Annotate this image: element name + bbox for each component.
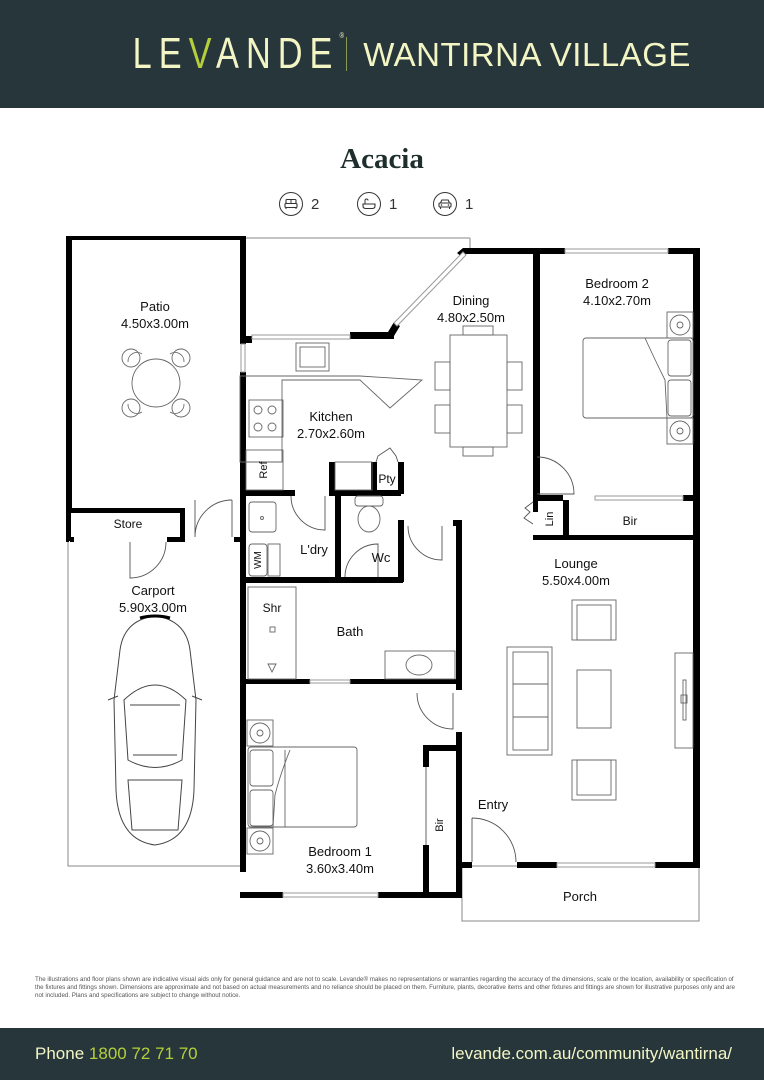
- doors: [129, 447, 575, 863]
- wm-label: WM: [253, 551, 264, 569]
- pantry-label: Pty: [378, 472, 395, 486]
- carspaces-stat: 1: [433, 192, 473, 216]
- bath-icon: [357, 192, 381, 216]
- patio-label: Patio: [140, 299, 170, 314]
- bedrooms-stat: 2: [279, 192, 319, 216]
- laundry-label: L'dry: [300, 542, 328, 557]
- patio-size: 4.50x3.00m: [121, 316, 189, 331]
- dining-size: 4.80x2.50m: [437, 310, 505, 325]
- bathrooms-count: 1: [389, 195, 398, 213]
- room-labels: Patio 4.50x3.00m Store Carport 5.90x3.00…: [114, 276, 651, 904]
- bedroom2-size: 4.10x2.70m: [583, 293, 651, 308]
- plan-stats: 2 1 1: [0, 192, 764, 218]
- bed-icon: [279, 192, 303, 216]
- bedroom1-label: Bedroom 1: [308, 844, 372, 859]
- carport-size: 5.90x3.00m: [119, 600, 187, 615]
- header-divider: [346, 37, 348, 71]
- car-drawing: [107, 614, 203, 846]
- lounge-size: 5.50x4.00m: [542, 573, 610, 588]
- plan-title: Acacia: [340, 143, 424, 175]
- disclaimer-text: The illustrations and floor plans shown …: [35, 976, 735, 999]
- phone-number-link[interactable]: 1800 72 71 70: [88, 1044, 198, 1063]
- lounge-label: Lounge: [554, 556, 597, 571]
- bir2-label: Bir: [623, 514, 638, 528]
- car-icon: [433, 192, 457, 216]
- bedrooms-count: 2: [311, 195, 320, 213]
- village-name: WANTIRNA VILLAGE: [363, 35, 691, 73]
- bath-label: Bath: [337, 624, 364, 639]
- levande-logo: LEVANDE®: [132, 29, 345, 78]
- windows: [240, 248, 684, 898]
- porch-label: Porch: [563, 889, 597, 904]
- linen-label: Lin: [544, 512, 556, 527]
- bedroom2-label: Bedroom 2: [585, 276, 649, 291]
- header-bar: LEVANDE® WANTIRNA VILLAGE: [0, 0, 764, 108]
- phone-contact: Phone 1800 72 71 70: [35, 1044, 198, 1064]
- carport-label: Carport: [131, 583, 175, 598]
- bir1-label: Bir: [434, 818, 446, 832]
- kitchen-label: Kitchen: [309, 409, 352, 424]
- shower-label: Shr: [263, 601, 282, 615]
- ref-label: Ref: [258, 461, 270, 479]
- bathrooms-stat: 1: [357, 192, 397, 216]
- furniture: [121, 311, 694, 855]
- footer-bar: Phone 1800 72 71 70 levande.com.au/commu…: [0, 1028, 764, 1080]
- website-link[interactable]: levande.com.au/community/wantirna/: [451, 1044, 732, 1063]
- wc-label: Wc: [372, 550, 391, 565]
- dining-label: Dining: [453, 293, 490, 308]
- kitchen-size: 2.70x2.60m: [297, 426, 365, 441]
- walls: [66, 236, 700, 898]
- floor-plan: Patio 4.50x3.00m Store Carport 5.90x3.00…: [66, 236, 700, 922]
- store-label: Store: [114, 517, 143, 531]
- bedroom1-size: 3.60x3.40m: [306, 861, 374, 876]
- phone-label: Phone: [35, 1044, 85, 1063]
- entry-label: Entry: [478, 797, 509, 812]
- carspaces-count: 1: [465, 195, 474, 213]
